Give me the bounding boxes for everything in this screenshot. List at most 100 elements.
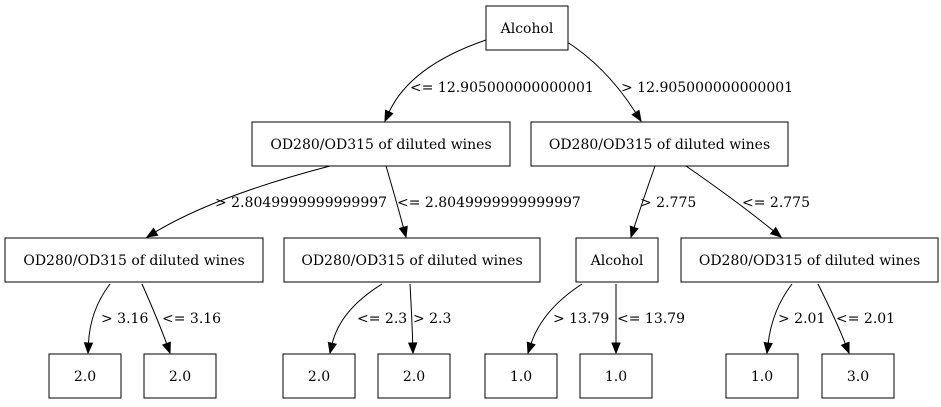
node-label: OD280/OD315 of diluted wines — [270, 137, 491, 153]
tree-node-n10: 2.0 — [377, 353, 451, 399]
node-box — [4, 237, 264, 283]
node-box — [143, 353, 217, 399]
edge-n0-n1: <= 12.905000000000001 — [384, 39, 594, 123]
arrowhead-icon — [631, 109, 642, 123]
arrowhead-icon — [327, 341, 337, 355]
edge-line — [563, 39, 637, 114]
node-box — [377, 353, 451, 399]
node-box — [48, 353, 122, 399]
tree-node-n8: 2.0 — [143, 353, 217, 399]
tree-node-n6: OD280/OD315 of diluted wines — [680, 237, 939, 283]
edge-n2-n6: <= 2.775 — [685, 165, 810, 238]
edge-label: <= 13.79 — [617, 311, 685, 327]
arrowhead-icon — [611, 342, 621, 355]
arrowhead-icon — [384, 109, 394, 123]
arrowhead-icon — [398, 225, 408, 239]
edge-n3-n8: <= 3.16 — [141, 283, 221, 355]
edge-line — [767, 283, 793, 345]
edge-line — [388, 39, 487, 114]
node-label: OD280/OD315 of diluted wines — [549, 137, 770, 153]
edge-line — [633, 165, 656, 229]
node-box — [251, 121, 511, 167]
node-label: 2.0 — [169, 369, 191, 385]
tree-node-n11: 1.0 — [484, 353, 558, 399]
edges-layer: <= 12.905000000000001 > 12.90500000000000… — [83, 39, 895, 355]
node-label: 2.0 — [403, 369, 425, 385]
arrowhead-icon — [629, 225, 639, 239]
edge-label: > 2.775 — [640, 195, 696, 211]
arrowhead-icon — [83, 342, 94, 355]
node-label: Alcohol — [590, 253, 644, 269]
edge-line — [331, 283, 383, 345]
tree-node-n5: Alcohol — [575, 237, 659, 283]
edge-n1-n4: <= 2.8049999999999997 — [385, 165, 581, 239]
node-label: 1.0 — [751, 369, 773, 385]
node-box — [282, 353, 356, 399]
edge-n5-n11: > 13.79 — [526, 283, 609, 355]
edge-n4-n9: <= 2.3 — [327, 283, 407, 355]
edge-n5-n12: <= 13.79 — [611, 283, 685, 355]
tree-node-n13: 1.0 — [725, 353, 799, 399]
edge-n2-n5: > 2.775 — [629, 165, 696, 239]
edge-line — [385, 165, 405, 229]
edge-n0-n2: > 12.905000000000001 — [563, 39, 793, 123]
edge-line — [141, 283, 168, 345]
node-box — [579, 353, 653, 399]
edge-n3-n7: > 3.16 — [83, 283, 148, 355]
edge-label: <= 3.16 — [162, 311, 221, 327]
edge-label: <= 2.3 — [357, 311, 407, 327]
edge-n6-n13: > 2.01 — [763, 283, 825, 355]
node-label: 2.0 — [308, 369, 330, 385]
edge-label: > 2.01 — [778, 311, 825, 327]
arrowhead-icon — [769, 226, 783, 238]
tree-node-n12: 1.0 — [579, 353, 653, 399]
node-label: 2.0 — [74, 369, 96, 385]
edge-line — [530, 283, 583, 345]
tree-node-n3: OD280/OD315 of diluted wines — [4, 237, 264, 283]
node-box — [725, 353, 799, 399]
edge-label: > 3.16 — [101, 311, 148, 327]
edge-line — [817, 283, 847, 345]
edge-label: > 2.8049999999999997 — [215, 195, 387, 211]
arrowhead-icon — [145, 227, 159, 238]
arrowhead-icon — [161, 341, 171, 355]
node-label: OD280/OD315 of diluted wines — [301, 253, 522, 269]
tree-node-n1: OD280/OD315 of diluted wines — [251, 121, 511, 167]
edge-n6-n14: <= 2.01 — [817, 283, 895, 355]
edge-label: > 12.905000000000001 — [621, 80, 793, 96]
edge-line — [154, 165, 331, 233]
edge-line — [685, 165, 775, 232]
edge-label: <= 2.8049999999999997 — [397, 195, 581, 211]
edge-line — [409, 283, 414, 345]
node-box — [575, 237, 659, 283]
arrowhead-icon — [840, 341, 850, 355]
node-label: 3.0 — [847, 369, 869, 385]
edge-label: <= 2.775 — [742, 195, 810, 211]
tree-node-n2: OD280/OD315 of diluted wines — [530, 121, 789, 167]
node-label: 1.0 — [510, 369, 532, 385]
tree-node-n9: 2.0 — [282, 353, 356, 399]
edge-line — [87, 283, 111, 345]
node-box — [484, 353, 558, 399]
edge-label: <= 2.01 — [836, 311, 895, 327]
node-label: OD280/OD315 of diluted wines — [23, 253, 244, 269]
arrowhead-icon — [407, 342, 418, 355]
arrowhead-icon — [526, 341, 536, 355]
node-box — [485, 5, 569, 51]
tree-node-n7: 2.0 — [48, 353, 122, 399]
tree-node-n4: OD280/OD315 of diluted wines — [283, 237, 541, 283]
tree-node-n0: Alcohol — [485, 5, 569, 51]
edge-label: > 2.3 — [413, 311, 451, 327]
node-box — [821, 353, 895, 399]
node-box — [283, 237, 541, 283]
node-label: 1.0 — [605, 369, 627, 385]
edge-n4-n10: > 2.3 — [407, 283, 451, 355]
node-label: Alcohol — [500, 21, 554, 37]
edge-label: <= 12.905000000000001 — [410, 80, 594, 96]
edge-label: > 13.79 — [553, 311, 609, 327]
node-box — [530, 121, 789, 167]
edge-n1-n3: > 2.8049999999999997 — [145, 165, 387, 238]
node-box — [680, 237, 939, 283]
